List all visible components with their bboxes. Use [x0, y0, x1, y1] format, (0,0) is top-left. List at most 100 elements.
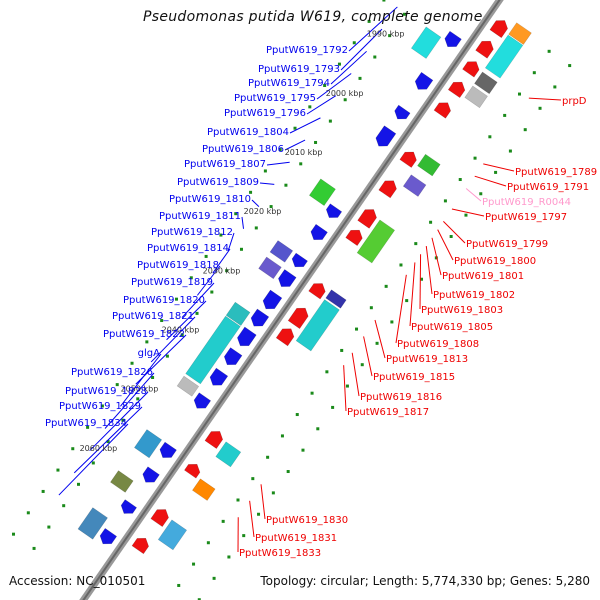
gene-label-left[interactable]: PputW619_1804: [207, 127, 289, 138]
forward-gene-outer: [258, 256, 282, 280]
tick-dot: [197, 598, 201, 600]
gene-label-right[interactable]: prpD: [562, 96, 587, 107]
leader-line: [120, 353, 162, 407]
tick-dot: [56, 468, 60, 472]
gene-label-left[interactable]: PputW619_1812: [151, 227, 233, 238]
tick-dot: [532, 71, 536, 75]
gene-label-right[interactable]: PputW619_R0044: [482, 197, 571, 208]
gene-label-left[interactable]: PputW619_1809: [177, 177, 259, 188]
tick-dot: [192, 562, 196, 566]
leader-line: [437, 229, 454, 261]
gene-label-right[interactable]: PputW619_1833: [239, 548, 321, 559]
reverse-gene: [378, 180, 397, 199]
gene-label-right[interactable]: PputW619_1815: [373, 372, 455, 383]
gene-label-right[interactable]: PputW619_1803: [421, 305, 503, 316]
tick-dot: [293, 126, 297, 130]
gene-label-left[interactable]: PputW619_1821: [112, 311, 194, 322]
tick-dot: [494, 170, 498, 174]
leader-line: [196, 265, 221, 296]
gene-label-right[interactable]: PputW619_1797: [485, 212, 567, 223]
tick-dot: [221, 519, 225, 523]
forward-gene: [278, 269, 297, 287]
gene-label-left[interactable]: PputW619_1792: [266, 45, 348, 56]
gene-label-right[interactable]: PputW619_1802: [433, 290, 515, 301]
tick-dot: [382, 0, 386, 2]
forward-gene: [250, 308, 270, 327]
gene-label-right[interactable]: PputW619_1808: [397, 339, 479, 350]
kbp-label: 2030 kbp: [203, 266, 241, 275]
leader-line: [409, 262, 416, 327]
leader-line: [483, 163, 515, 172]
gene-label-right[interactable]: PputW619_1789: [515, 167, 597, 178]
gene-label-left[interactable]: PputW619_1793: [258, 64, 340, 75]
tick-dot: [331, 405, 335, 409]
gene-label-left[interactable]: PputW619_1834: [45, 418, 127, 429]
forward-gene: [99, 528, 118, 545]
tick-dot: [100, 404, 104, 408]
forward-gene: [142, 466, 160, 483]
leader-line: [89, 391, 149, 452]
tick-dot: [278, 148, 282, 152]
gene-label-left[interactable]: glgA: [138, 348, 160, 359]
gene-label-left[interactable]: PputW619_1807: [184, 159, 266, 170]
leader-line: [316, 73, 352, 100]
gene-label-right[interactable]: PputW619_1831: [255, 533, 337, 544]
gene-label-left[interactable]: PputW619_1795: [234, 93, 316, 104]
tick-dot: [373, 55, 377, 59]
gene-label-left[interactable]: PputW619_1829: [59, 401, 141, 412]
gene-label-left[interactable]: PputW619_1814: [147, 243, 229, 254]
tick-dot: [195, 311, 199, 315]
gene-label-left[interactable]: PputW619_1811: [159, 211, 241, 222]
gene-label-left[interactable]: PputW619_1822: [103, 329, 185, 340]
tick-dot: [449, 234, 453, 238]
gene-label-right[interactable]: PputW619_1830: [266, 515, 348, 526]
gene-label-left[interactable]: PputW619_1828: [65, 386, 147, 397]
tick-dot: [458, 178, 462, 182]
gene-label-left[interactable]: PputW619_1810: [169, 194, 251, 205]
forward-gene: [237, 326, 257, 347]
tick-dot: [360, 363, 364, 367]
reverse-gene: [345, 229, 363, 246]
forward-gene-outer: [225, 301, 251, 326]
forward-gene-outer: [110, 470, 134, 493]
leader-line: [266, 161, 290, 166]
forward-gene-outer: [410, 26, 442, 59]
leader-line: [395, 274, 407, 344]
leader-line: [419, 254, 422, 310]
gene-label-left[interactable]: PputW619_1820: [123, 295, 205, 306]
accession-text: Accession: NC_010501: [9, 574, 146, 588]
gene-label-right[interactable]: PputW619_1816: [360, 392, 442, 403]
gene-label-left[interactable]: PputW619_1826: [71, 367, 153, 378]
gene-label-right[interactable]: PputW619_1799: [466, 239, 548, 250]
tick-dot: [473, 156, 477, 160]
gene-label-left[interactable]: PputW619_1796: [224, 108, 306, 119]
gene-label-left[interactable]: PputW619_1794: [248, 78, 330, 89]
gene-label-right[interactable]: PputW619_1805: [411, 322, 493, 333]
tick-dot: [280, 434, 284, 438]
reverse-gene: [184, 464, 201, 479]
leader-line: [340, 28, 383, 71]
tick-dot: [345, 384, 349, 388]
kbp-label: 2000 kbp: [326, 89, 364, 98]
gene-label-right[interactable]: PputW619_1800: [454, 256, 536, 267]
gene-label-right[interactable]: PputW619_1801: [442, 271, 524, 282]
tick-dot: [32, 546, 36, 550]
tick-dot: [26, 511, 30, 515]
gene-labels: PputW619_1792PputW619_1793PputW619_1794P…: [45, 45, 597, 559]
gene-label-right[interactable]: PputW619_1817: [347, 407, 429, 418]
tick-dot: [517, 92, 521, 96]
tick-dot: [71, 447, 75, 451]
leader-line: [465, 188, 482, 202]
reverse-gene: [287, 307, 309, 329]
gene-label-right[interactable]: PputW619_1813: [386, 354, 468, 365]
tick-dot: [286, 470, 290, 474]
gene-label-left[interactable]: PputW619_1818: [137, 260, 219, 271]
tick-dot: [257, 512, 261, 516]
tick-dot: [76, 482, 80, 486]
gene-label-left[interactable]: PputW619_1806: [202, 144, 284, 155]
gene-label-left[interactable]: PputW619_1819: [131, 277, 213, 288]
reverse-gene: [308, 283, 326, 300]
gene-label-right[interactable]: PputW619_1791: [507, 182, 589, 193]
